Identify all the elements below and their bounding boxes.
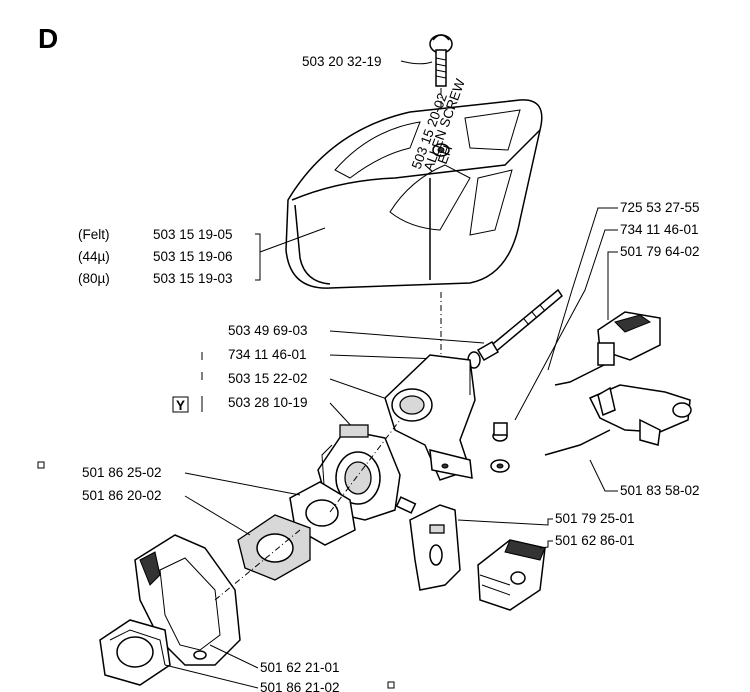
carb-bracket-part bbox=[384, 354, 476, 481]
label-block: 501 62 86-01 bbox=[555, 533, 635, 548]
bottom-gasket-part bbox=[99, 619, 171, 686]
label-filter-felt: 503 15 19-05 bbox=[153, 227, 233, 242]
label-intake: 501 62 21-01 bbox=[260, 660, 340, 675]
label-screw: 503 20 32-19 bbox=[302, 54, 382, 69]
leader-plate bbox=[457, 518, 553, 526]
label-plate: 501 79 25-01 bbox=[555, 511, 635, 526]
leader-washer-small bbox=[514, 229, 618, 421]
leader-gasket-a bbox=[184, 472, 301, 496]
nut-and-washer bbox=[490, 422, 510, 473]
label-throttle-part: 501 79 64-02 bbox=[620, 244, 700, 259]
leader-block bbox=[539, 540, 553, 549]
filter-bracket bbox=[255, 233, 261, 281]
boxed-letter: Y bbox=[176, 398, 185, 413]
leader-throttle-part bbox=[607, 251, 618, 320]
label-stud: 503 49 69-03 bbox=[228, 323, 308, 338]
air-filter-cover bbox=[285, 99, 543, 289]
leader-screw bbox=[400, 60, 433, 65]
label-washer-small: 734 11 46-01 bbox=[620, 222, 699, 237]
label-gasket-a: 501 86 25-02 bbox=[82, 465, 162, 480]
label-washer-stud: 734 11 46-01 bbox=[228, 347, 307, 362]
label-variant-80: (80µ) bbox=[78, 271, 110, 286]
throttle-lever-part bbox=[554, 311, 661, 386]
leader-gasket-b bbox=[184, 495, 251, 536]
screw-part bbox=[429, 34, 453, 87]
marker-square-1 bbox=[37, 461, 45, 469]
choke-linkage-part bbox=[544, 384, 692, 456]
marker-square-2 bbox=[387, 681, 395, 689]
leader-gasket-c bbox=[164, 664, 259, 689]
label-gasket-b: 501 86 20-02 bbox=[82, 488, 162, 503]
label-link-rod: 725 53 27-55 bbox=[620, 200, 700, 215]
label-choke-rod: 501 83 58-02 bbox=[620, 483, 700, 498]
intake-manifold-part bbox=[237, 514, 311, 581]
stud-part bbox=[467, 288, 563, 369]
assembly-axis-left bbox=[214, 529, 301, 601]
leader-intake bbox=[209, 644, 259, 669]
label-carb-bracket: 503 15 22-02 bbox=[228, 371, 308, 386]
leader-choke-rod bbox=[589, 459, 618, 492]
section-letter: D bbox=[38, 23, 58, 54]
cover-imprint-3: EH bbox=[435, 143, 456, 166]
assembly-axis-mid bbox=[329, 419, 401, 513]
label-filter-44: 503 15 19-06 bbox=[153, 249, 233, 264]
leader-link-rod bbox=[547, 207, 618, 371]
leader-stud bbox=[329, 330, 485, 344]
plate-part bbox=[409, 504, 461, 591]
label-gasket-c: 501 86 21-02 bbox=[260, 680, 340, 692]
leader-carb-bracket bbox=[329, 378, 391, 401]
label-variant-felt: (Felt) bbox=[78, 227, 110, 242]
leader-filter bbox=[259, 227, 326, 253]
block-part bbox=[477, 539, 546, 611]
label-carburetor: 503 28 10-19 bbox=[228, 395, 308, 410]
boxed-letter-frame bbox=[172, 396, 189, 413]
label-variant-44: (44µ) bbox=[78, 249, 110, 264]
label-filter-80: 503 15 19-03 bbox=[153, 271, 233, 286]
